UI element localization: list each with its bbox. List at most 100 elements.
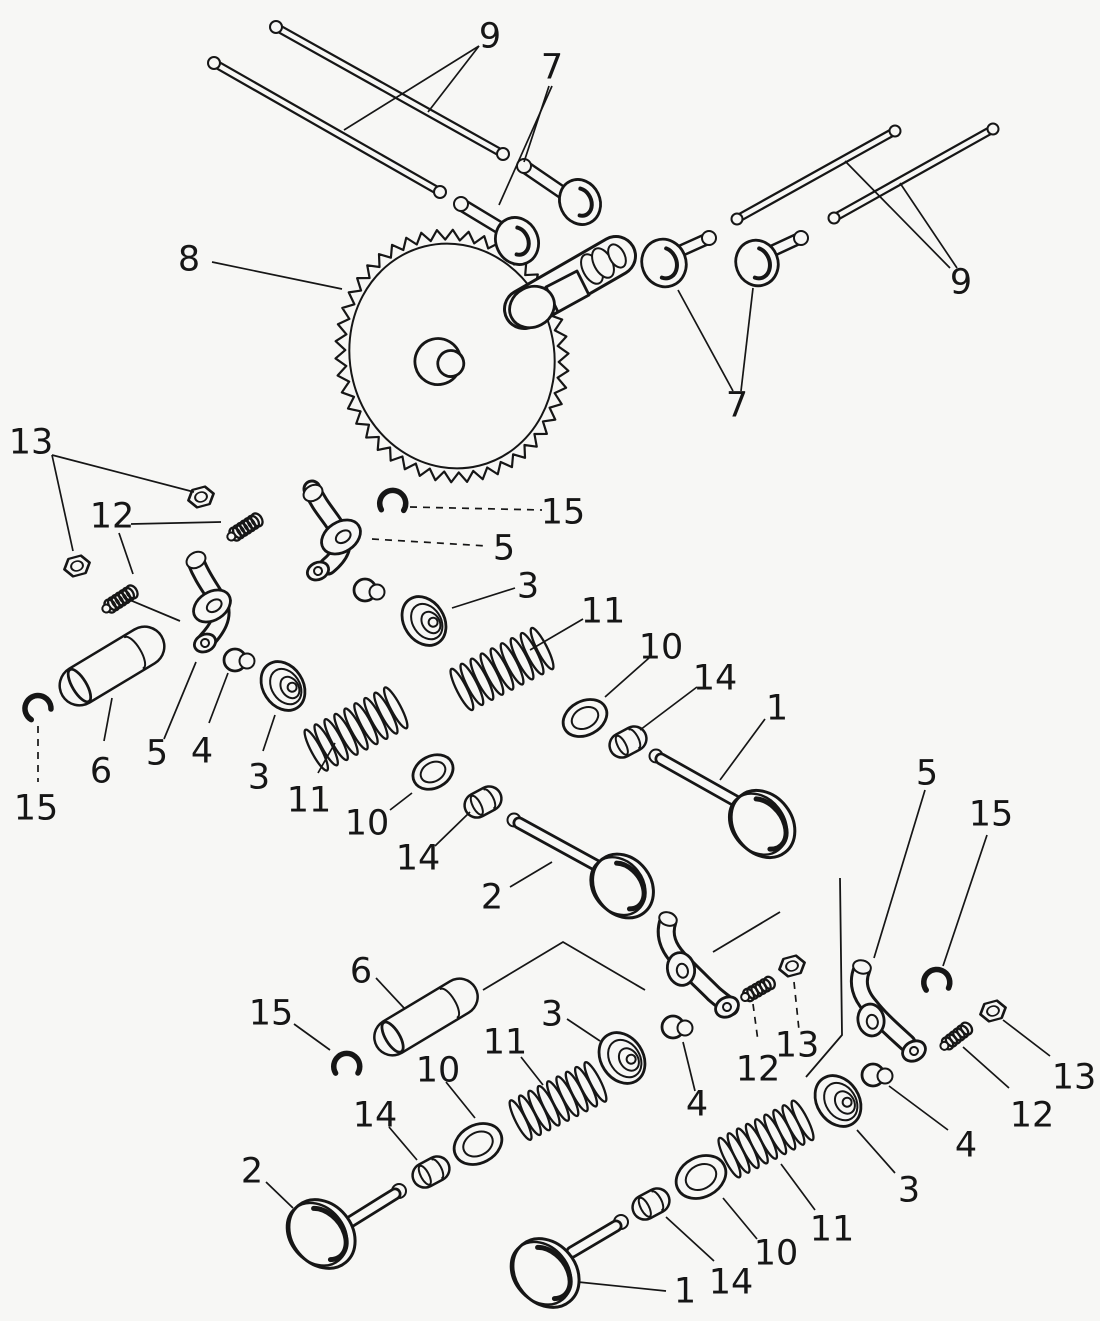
valve bbox=[285, 1183, 407, 1270]
callout-label-10: 10 bbox=[754, 1234, 799, 1274]
push-rod bbox=[269, 20, 510, 161]
leader-line bbox=[389, 792, 413, 811]
leader-line bbox=[451, 587, 516, 609]
leader-line bbox=[317, 742, 336, 774]
valve-tappet bbox=[640, 230, 717, 289]
valve-keeper bbox=[463, 785, 503, 819]
rocker-arm bbox=[302, 479, 362, 582]
lock-nut bbox=[979, 999, 1007, 1023]
callout-label-4: 4 bbox=[955, 1126, 977, 1166]
callout-label-1: 1 bbox=[674, 1272, 696, 1312]
pivot-ball bbox=[352, 577, 386, 603]
pivot-ball bbox=[660, 1014, 694, 1040]
valve-tappet bbox=[516, 158, 602, 226]
callout-label-15: 15 bbox=[969, 795, 1014, 835]
spring-coil bbox=[313, 723, 339, 767]
callout-label-10: 10 bbox=[345, 804, 390, 844]
spring-coil bbox=[117, 589, 132, 605]
adjusting-screw bbox=[939, 1021, 974, 1051]
callout-label-5: 5 bbox=[916, 754, 938, 794]
callout-label-10: 10 bbox=[416, 1051, 461, 1091]
lock-nut bbox=[187, 485, 215, 509]
spring-coil bbox=[459, 662, 485, 707]
leader-line bbox=[566, 1018, 601, 1042]
push-rod bbox=[730, 124, 902, 226]
callout-label-15: 15 bbox=[14, 789, 59, 829]
spring-retainer bbox=[400, 595, 448, 647]
callout-label-9: 9 bbox=[479, 17, 501, 57]
leader-line bbox=[208, 672, 229, 724]
group-bracket-lines bbox=[124, 597, 843, 1078]
callout-label-10: 10 bbox=[639, 628, 684, 668]
spring-coil bbox=[959, 1021, 974, 1036]
valve-keeper bbox=[631, 1187, 671, 1221]
spring-coil bbox=[762, 975, 776, 991]
valve-spring bbox=[449, 626, 555, 712]
leader-line bbox=[509, 861, 553, 888]
valve-keeper bbox=[411, 1155, 451, 1189]
leader-line bbox=[520, 1056, 544, 1086]
leader-line bbox=[293, 1023, 331, 1051]
leader-line bbox=[942, 834, 988, 967]
leader-line bbox=[665, 1216, 715, 1262]
callout-label-3: 3 bbox=[248, 758, 270, 798]
leader-line bbox=[752, 1003, 759, 1042]
adjusting-screw bbox=[740, 975, 776, 1003]
spring-coil bbox=[246, 514, 261, 530]
callout-label-6: 6 bbox=[350, 952, 372, 992]
spring-coil bbox=[125, 584, 139, 600]
leader-line bbox=[873, 789, 926, 959]
bracket-line bbox=[482, 940, 646, 991]
bracket-line bbox=[124, 597, 181, 622]
pivot-ball bbox=[860, 1062, 894, 1088]
leader-line bbox=[118, 532, 134, 575]
leader-line bbox=[899, 182, 958, 269]
leader-line bbox=[888, 1085, 949, 1131]
spring-coil bbox=[239, 519, 253, 535]
retaining-ring bbox=[921, 966, 953, 993]
callout-label-2: 2 bbox=[241, 1152, 263, 1192]
leader-line bbox=[1002, 1019, 1051, 1057]
callout-label-4: 4 bbox=[191, 732, 213, 772]
callout-label-11: 11 bbox=[287, 781, 332, 821]
rocker-arm bbox=[185, 550, 232, 654]
valve-tappet bbox=[453, 196, 540, 266]
callout-label-5: 5 bbox=[146, 734, 168, 774]
leader-line bbox=[51, 454, 74, 552]
callout-label-11: 11 bbox=[810, 1210, 855, 1250]
spring-coil bbox=[529, 626, 555, 671]
spring-coil bbox=[343, 707, 369, 751]
callout-label-3: 3 bbox=[517, 567, 539, 607]
retaining-ring bbox=[376, 487, 409, 514]
callout-label-1: 1 bbox=[766, 689, 788, 729]
spring-coil bbox=[114, 591, 128, 607]
leader-line bbox=[427, 45, 480, 113]
leader-line bbox=[498, 85, 553, 206]
spring-coil bbox=[373, 691, 399, 735]
spring-coil bbox=[469, 657, 495, 701]
spring-coil bbox=[250, 512, 264, 528]
spring-coil bbox=[955, 1024, 970, 1039]
callout-label-7: 7 bbox=[541, 48, 563, 88]
leader-line bbox=[639, 686, 698, 731]
callout-label-11: 11 bbox=[483, 1023, 528, 1063]
callout-label-14: 14 bbox=[353, 1096, 398, 1136]
spring-seat-washer bbox=[561, 698, 609, 738]
spring-coil bbox=[323, 717, 349, 762]
spring-coil bbox=[583, 1061, 608, 1103]
callout-label-14: 14 bbox=[396, 839, 441, 879]
push-rod bbox=[207, 56, 447, 199]
rocker-shaft bbox=[58, 625, 166, 707]
leader-line bbox=[103, 697, 113, 742]
callout-label-9: 9 bbox=[950, 263, 972, 303]
leader-line bbox=[604, 657, 650, 698]
valve-spring bbox=[303, 686, 409, 772]
spring-seat-washer bbox=[411, 753, 455, 791]
callout-label-12: 12 bbox=[90, 497, 135, 537]
camshaft bbox=[503, 235, 637, 330]
callout-label-14: 14 bbox=[709, 1263, 754, 1303]
spring-coil bbox=[333, 712, 359, 756]
spring-coil bbox=[758, 978, 772, 993]
